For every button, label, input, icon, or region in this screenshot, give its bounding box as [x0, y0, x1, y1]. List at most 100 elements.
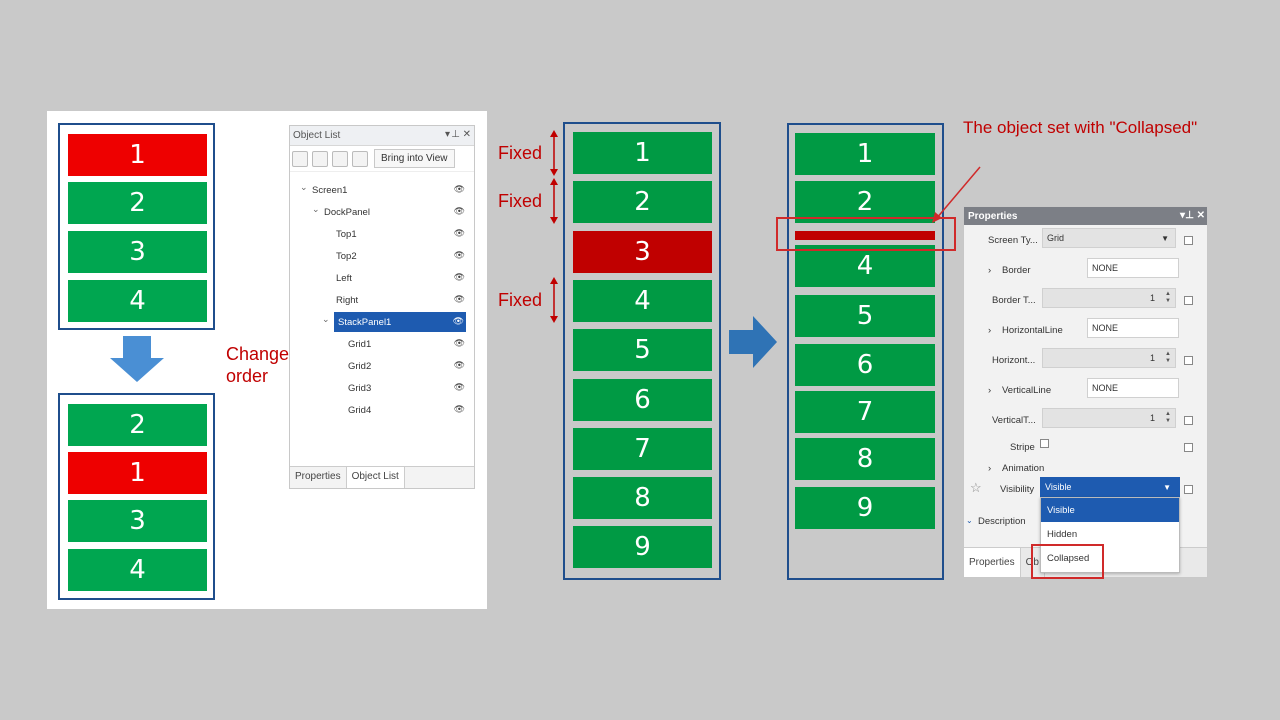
- tab-properties[interactable]: Properties: [290, 467, 347, 488]
- spin-icon[interactable]: ▲▼: [1165, 351, 1171, 364]
- bring-to-front-icon[interactable]: [332, 150, 348, 167]
- tree-item-label: DockPanel: [324, 206, 370, 218]
- expand-chevron-icon[interactable]: ›: [988, 325, 992, 336]
- stripe-checkbox[interactable]: [1040, 439, 1049, 448]
- visibility-eye-icon[interactable]: 👁: [453, 295, 465, 305]
- pin-icon[interactable]: ⊥: [1185, 210, 1194, 221]
- checkbox[interactable]: [1184, 485, 1193, 494]
- prop-label: Stripe: [1010, 442, 1035, 453]
- tree-item[interactable]: Grid4👁: [290, 400, 474, 420]
- right-cell-7: 7: [795, 391, 935, 433]
- checkbox[interactable]: [1184, 356, 1193, 365]
- tree-item-label: Left: [336, 272, 352, 284]
- expand-chevron-icon[interactable]: ⌄: [322, 314, 330, 324]
- middle-cell-3: 3: [573, 230, 712, 273]
- pin-icon[interactable]: ⊥: [451, 129, 460, 140]
- star-icon[interactable]: ☆: [970, 480, 982, 495]
- tree-item[interactable]: Left 👁: [290, 268, 474, 288]
- collapse-chevron-icon[interactable]: ⌄: [966, 516, 973, 525]
- fixed-arrow-3-icon: [550, 277, 558, 323]
- bring-forward-icon[interactable]: [292, 150, 308, 167]
- expand-chevron-icon[interactable]: ›: [988, 463, 992, 474]
- send-to-back-icon[interactable]: [352, 150, 368, 167]
- close-icon[interactable]: ✕: [462, 129, 471, 140]
- tab-properties[interactable]: Properties: [964, 548, 1021, 577]
- middle-cell-8: 8: [573, 477, 712, 520]
- prop-label: HorizontalLine: [1002, 325, 1063, 336]
- border-input[interactable]: NONE: [1087, 258, 1179, 278]
- spin-icon[interactable]: ▲▼: [1165, 291, 1171, 304]
- close-icon[interactable]: ✕: [1196, 210, 1205, 221]
- stepper-value: 1: [1149, 413, 1155, 423]
- visibility-eye-icon[interactable]: 👁: [452, 317, 464, 327]
- visibility-eye-icon[interactable]: 👁: [453, 273, 465, 283]
- prop-row-vertical-thickness: VerticalT... 1 ▲▼: [964, 408, 1209, 434]
- tree-item[interactable]: ⌄ Screen1 👁: [290, 180, 474, 200]
- dropdown-icon[interactable]: ▾: [444, 129, 450, 140]
- down-arrow-icon: [110, 336, 164, 382]
- checkbox[interactable]: [1184, 236, 1193, 245]
- bring-into-view-button[interactable]: Bring into View: [374, 149, 455, 168]
- prop-label: Border: [1002, 265, 1031, 276]
- tree-item-label: Screen1: [312, 184, 348, 196]
- before-cell-4: 4: [68, 280, 207, 322]
- input-value: NONE: [1092, 323, 1119, 333]
- tab-object-list[interactable]: Object List: [346, 467, 405, 488]
- right-arrow-icon: [729, 316, 777, 368]
- expand-chevron-icon[interactable]: ⌄: [300, 182, 308, 192]
- tree-item[interactable]: Grid3👁: [290, 378, 474, 398]
- horizontal-line-input[interactable]: NONE: [1087, 318, 1179, 338]
- tree-item[interactable]: Top1👁: [290, 224, 474, 244]
- checkbox[interactable]: [1184, 443, 1193, 452]
- visibility-eye-icon[interactable]: 👁: [453, 207, 465, 217]
- horizontal-thickness-stepper[interactable]: 1 ▲▼: [1042, 348, 1176, 368]
- vertical-thickness-stepper[interactable]: 1 ▲▼: [1042, 408, 1176, 428]
- middle-cell-4: 4: [573, 279, 712, 322]
- vertical-line-input[interactable]: NONE: [1087, 378, 1179, 398]
- stepper-value: 1: [1149, 293, 1155, 303]
- visibility-select[interactable]: Visible ▼: [1040, 477, 1180, 497]
- option-collapsed[interactable]: Collapsed: [1047, 552, 1090, 564]
- checkbox[interactable]: [1184, 416, 1193, 425]
- collapsed-object-strip: [795, 231, 935, 240]
- prop-label: VerticalLine: [1002, 385, 1052, 396]
- input-value: NONE: [1092, 383, 1119, 393]
- send-backward-icon[interactable]: [312, 150, 328, 167]
- tree-item[interactable]: ⌄StackPanel1👁: [322, 312, 466, 332]
- prop-label: VerticalT...: [992, 415, 1036, 426]
- visibility-eye-icon[interactable]: 👁: [453, 383, 465, 393]
- visibility-eye-icon[interactable]: 👁: [453, 251, 465, 261]
- prop-row-stripe: Stripe: [964, 435, 1209, 461]
- visibility-eye-icon[interactable]: 👁: [453, 361, 465, 371]
- input-value: NONE: [1092, 263, 1119, 273]
- option-visible[interactable]: Visible: [1041, 498, 1179, 522]
- spin-icon[interactable]: ▲▼: [1165, 411, 1171, 424]
- visibility-eye-icon[interactable]: 👁: [453, 339, 465, 349]
- middle-cell-5: 5: [573, 329, 712, 372]
- option-hidden[interactable]: Hidden: [1047, 528, 1078, 540]
- tree-item[interactable]: Right👁: [290, 290, 474, 310]
- right-cell-4: 4: [795, 245, 935, 287]
- tree-item[interactable]: Top2👁: [290, 246, 474, 266]
- prop-row-visibility: ☆ Visibility Visible ▼: [964, 477, 1209, 503]
- chevron-down-icon: ▼: [1161, 233, 1169, 243]
- visibility-eye-icon[interactable]: 👁: [453, 185, 465, 195]
- tree-item[interactable]: ⌄ DockPanel 👁: [290, 202, 474, 222]
- after-cell-4: 4: [68, 549, 207, 591]
- dropdown-icon[interactable]: ▾: [1179, 210, 1185, 221]
- visibility-eye-icon[interactable]: 👁: [453, 229, 465, 239]
- description-label: Description: [978, 516, 1026, 527]
- properties-title-bar: Properties ▾ ⊥ ✕: [964, 207, 1207, 225]
- visibility-eye-icon[interactable]: 👁: [453, 405, 465, 415]
- border-thickness-stepper[interactable]: 1 ▲▼: [1042, 288, 1176, 308]
- tree-item[interactable]: Grid1👁: [290, 334, 474, 354]
- tree-item[interactable]: Grid2👁: [290, 356, 474, 376]
- object-list-tabs: Properties Object List: [290, 466, 474, 488]
- prop-label: Visibility: [1000, 484, 1035, 495]
- expand-chevron-icon[interactable]: ›: [988, 265, 992, 276]
- expand-chevron-icon[interactable]: ›: [988, 385, 992, 396]
- checkbox[interactable]: [1184, 296, 1193, 305]
- screen-type-select[interactable]: Grid ▼: [1042, 228, 1176, 248]
- expand-chevron-icon[interactable]: ⌄: [312, 204, 320, 214]
